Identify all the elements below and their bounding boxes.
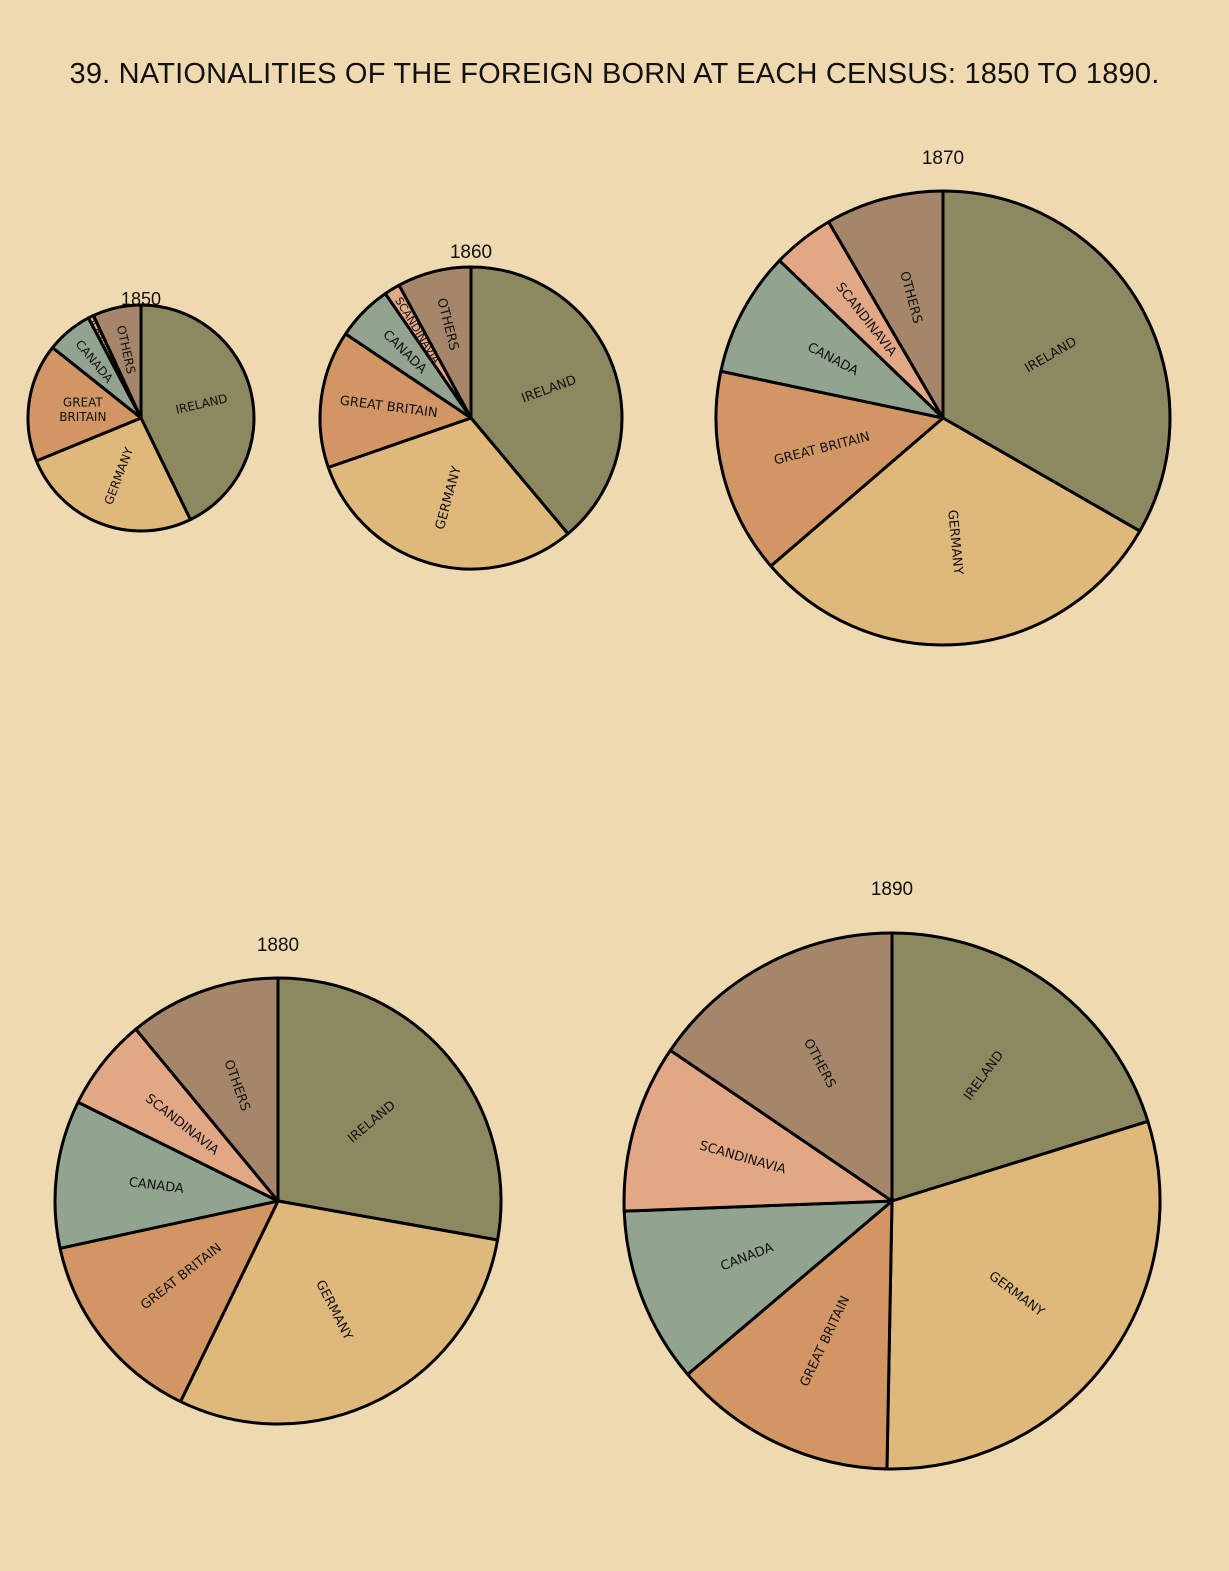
- slice-great-britain-1880: [58, 1199, 280, 1404]
- slice-germany-1870: [769, 416, 1142, 647]
- slice-great-britain-1890: [686, 1199, 894, 1471]
- slice-germany-1880: [179, 1199, 500, 1426]
- slice-scandinavia-1890: [622, 1048, 894, 1213]
- pie-title-1880: 1880: [257, 935, 299, 956]
- slice-great-britain-1860: [318, 332, 473, 469]
- slice-ireland-1850: [139, 303, 256, 522]
- slice-ireland-1880: [276, 976, 503, 1242]
- slice-others-1880: [134, 976, 280, 1203]
- pie-title-1860: 1860: [450, 242, 492, 263]
- slice-canada-1880: [53, 1100, 280, 1250]
- slice-germany-1890: [885, 1119, 1162, 1471]
- slice-others-1870: [827, 189, 945, 420]
- slice-ireland-1860: [469, 265, 624, 536]
- chart-title: 39. NATIONALITIES OF THE FOREIGN BORN AT…: [69, 58, 1160, 90]
- slice-ireland-1890: [890, 931, 1150, 1203]
- slice-label-germany-1870: GERMANY: [944, 509, 965, 575]
- slice-great-britain-1870: [714, 369, 945, 568]
- slice-others-1890: [668, 931, 894, 1203]
- slice-others-1850: [92, 303, 143, 420]
- slice-canada-1870: [719, 259, 945, 420]
- pie-title-1870: 1870: [922, 148, 964, 169]
- slice-label-canada-1880: CANADA: [128, 1175, 185, 1197]
- slice-others-1860: [397, 265, 473, 420]
- pie-title-1850: 1850: [121, 289, 161, 309]
- slice-germany-1860: [326, 416, 570, 571]
- slice-canada-1890: [622, 1199, 894, 1376]
- pie-title-1890: 1890: [871, 879, 913, 900]
- slice-ireland-1870: [941, 189, 1172, 533]
- slice-great-britain-1850: [26, 346, 143, 463]
